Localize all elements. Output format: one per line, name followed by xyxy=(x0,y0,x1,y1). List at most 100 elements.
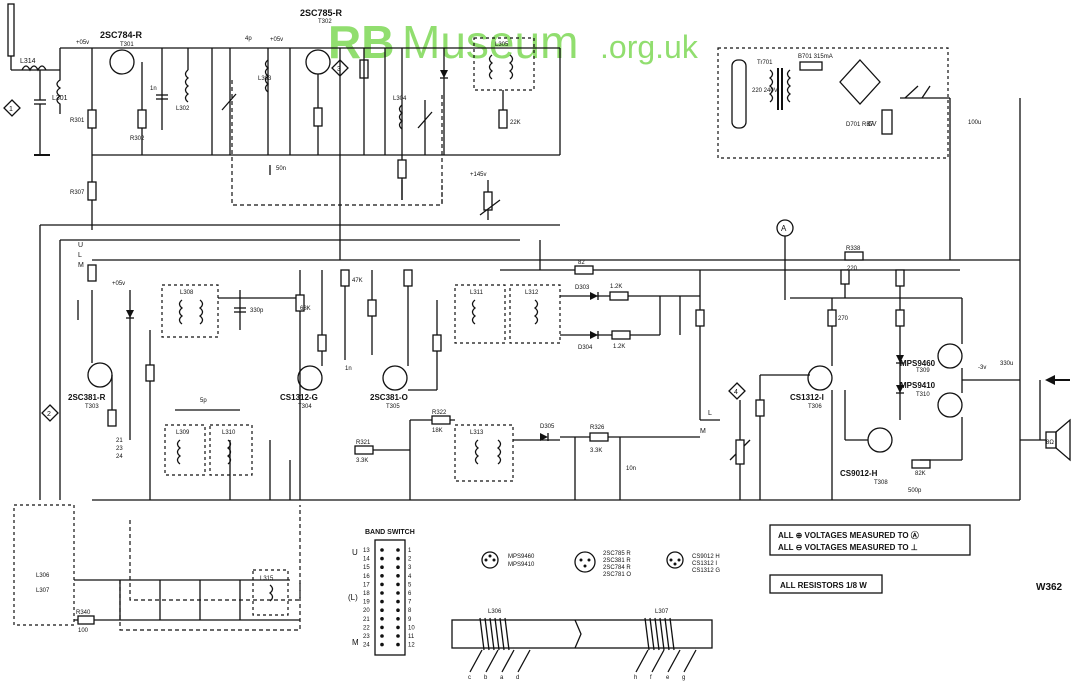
svg-text:47K: 47K xyxy=(352,278,363,284)
svg-text:U: U xyxy=(352,548,358,557)
if-stage-t303: 2SC381-R T303 21 23 24 2 L308 330p 5p L3… xyxy=(41,284,301,601)
resistor-r332 xyxy=(827,309,837,327)
watermark: RB Museum .org.uk xyxy=(328,16,699,68)
watermark-tld: .org.uk xyxy=(600,29,699,65)
svg-text:4: 4 xyxy=(734,389,738,396)
svg-text:R307: R307 xyxy=(70,190,85,196)
if-can-l309 xyxy=(164,424,206,476)
winding-line xyxy=(479,617,485,651)
resistor-r320 xyxy=(431,415,451,425)
note-pos-voltage: ALL ⊕ VOLTAGES MEASURED TO Ⓐ xyxy=(778,530,919,540)
band-switch-contact xyxy=(396,634,400,638)
svg-text:100u: 100u xyxy=(968,120,981,126)
band-switch-pin-label: 22 xyxy=(363,625,370,631)
svg-text:L304: L304 xyxy=(393,96,407,102)
transistor-t310-icon xyxy=(937,392,963,418)
svg-text:22K: 22K xyxy=(510,120,521,126)
label-l314: L314 xyxy=(20,58,36,65)
label-t302-type: 2SC785-R xyxy=(300,8,343,18)
svg-text:L308: L308 xyxy=(180,290,194,296)
svg-text:L: L xyxy=(708,410,712,417)
tap-label: c xyxy=(468,675,471,681)
tap-label: h xyxy=(634,675,637,681)
svg-text:2SC381-O: 2SC381-O xyxy=(370,393,408,402)
band-switch-section: L306 L307 R340 100 L315 BAND SWITCH U (L… xyxy=(13,504,415,656)
svg-text:3: 3 xyxy=(337,66,341,73)
svg-text:+05v: +05v xyxy=(270,37,283,43)
svg-text:6V: 6V xyxy=(868,121,877,128)
band-switch-pin-label: 1 xyxy=(408,548,412,554)
svg-text:R321: R321 xyxy=(356,440,371,446)
svg-text:T302: T302 xyxy=(318,19,332,25)
resistor-r322 xyxy=(574,265,594,275)
antenna-section: L314 L301 1 xyxy=(3,3,68,156)
if-can-l305 xyxy=(473,37,535,91)
band-switch-contact xyxy=(380,642,384,647)
band-switch-body xyxy=(374,539,406,656)
svg-text:1: 1 xyxy=(9,106,13,113)
resistor-note-box xyxy=(769,574,883,594)
svg-text:U: U xyxy=(78,242,83,249)
band-switch-pin-label: 13 xyxy=(363,548,370,554)
transformer-icon xyxy=(768,69,774,103)
band-switch-pin-label: 16 xyxy=(363,574,370,580)
winding-line xyxy=(654,617,660,651)
resistor-r336 xyxy=(895,309,905,327)
diode-d305-icon xyxy=(540,433,548,441)
resistor-r329 xyxy=(755,399,765,417)
band-switch-pin-label: 18 xyxy=(363,591,370,597)
svg-text:T303: T303 xyxy=(85,404,99,410)
svg-text:B701 315mA: B701 315mA xyxy=(798,54,833,60)
resistor-r316 xyxy=(498,109,508,129)
power-switch-icon xyxy=(904,85,919,99)
band-switch-contact xyxy=(396,617,400,621)
winding-line xyxy=(494,617,500,651)
resistor-r319 xyxy=(354,445,374,455)
svg-text:18K: 18K xyxy=(432,428,443,434)
transistor-t305-icon xyxy=(382,365,408,391)
svg-text:4p: 4p xyxy=(245,36,252,42)
svg-text:(L): (L) xyxy=(348,593,358,602)
band-switch-contact xyxy=(396,599,400,604)
band-switch-pin-label: 11 xyxy=(408,634,415,640)
watermark-main: Museum xyxy=(402,16,578,68)
resistor-r325 xyxy=(589,432,609,442)
svg-text:500p: 500p xyxy=(908,488,922,494)
tap-lead xyxy=(683,649,697,673)
svg-text:BAND SWITCH: BAND SWITCH xyxy=(365,529,415,536)
svg-text:D304: D304 xyxy=(578,345,593,351)
svg-text:L311: L311 xyxy=(470,290,484,296)
note-resistors: ALL RESISTORS 1/8 W xyxy=(780,581,867,590)
tap-lead xyxy=(517,649,531,673)
winding-line xyxy=(669,617,675,651)
resistor-r318 xyxy=(397,159,407,179)
svg-text:R326: R326 xyxy=(590,425,605,431)
svg-text:2SC785 R: 2SC785 R xyxy=(603,551,631,557)
band-switch-contact xyxy=(380,591,384,595)
svg-text:Tr701: Tr701 xyxy=(757,60,773,66)
band-switch-pin-label: 5 xyxy=(408,582,412,588)
audio-stage: L M 4 A CS1312-I T306 270 R338 220 CS901… xyxy=(700,219,1071,500)
svg-text:T310: T310 xyxy=(916,392,930,398)
trimmer-cap-icon xyxy=(221,93,237,111)
coil-icon xyxy=(533,299,539,325)
resistor-r333 xyxy=(911,459,931,469)
resistor-r331 xyxy=(840,269,850,285)
winding-line xyxy=(644,617,650,651)
tap-lead xyxy=(651,649,665,673)
svg-text:CS1312 G: CS1312 G xyxy=(692,568,720,574)
band-switch-contact xyxy=(380,634,384,638)
svg-text:A: A xyxy=(781,224,787,233)
svg-text:L309: L309 xyxy=(176,430,190,436)
if-can-l311 xyxy=(454,284,506,344)
coil-icon xyxy=(496,439,502,465)
band-switch-contact xyxy=(396,608,400,612)
band-switch-contact xyxy=(380,548,384,552)
transistor-t304-icon xyxy=(297,365,323,391)
svg-text:L306: L306 xyxy=(488,609,502,615)
svg-text:T305: T305 xyxy=(386,404,400,410)
diode-d303-icon xyxy=(590,292,598,300)
svg-text:L315: L315 xyxy=(260,576,274,582)
